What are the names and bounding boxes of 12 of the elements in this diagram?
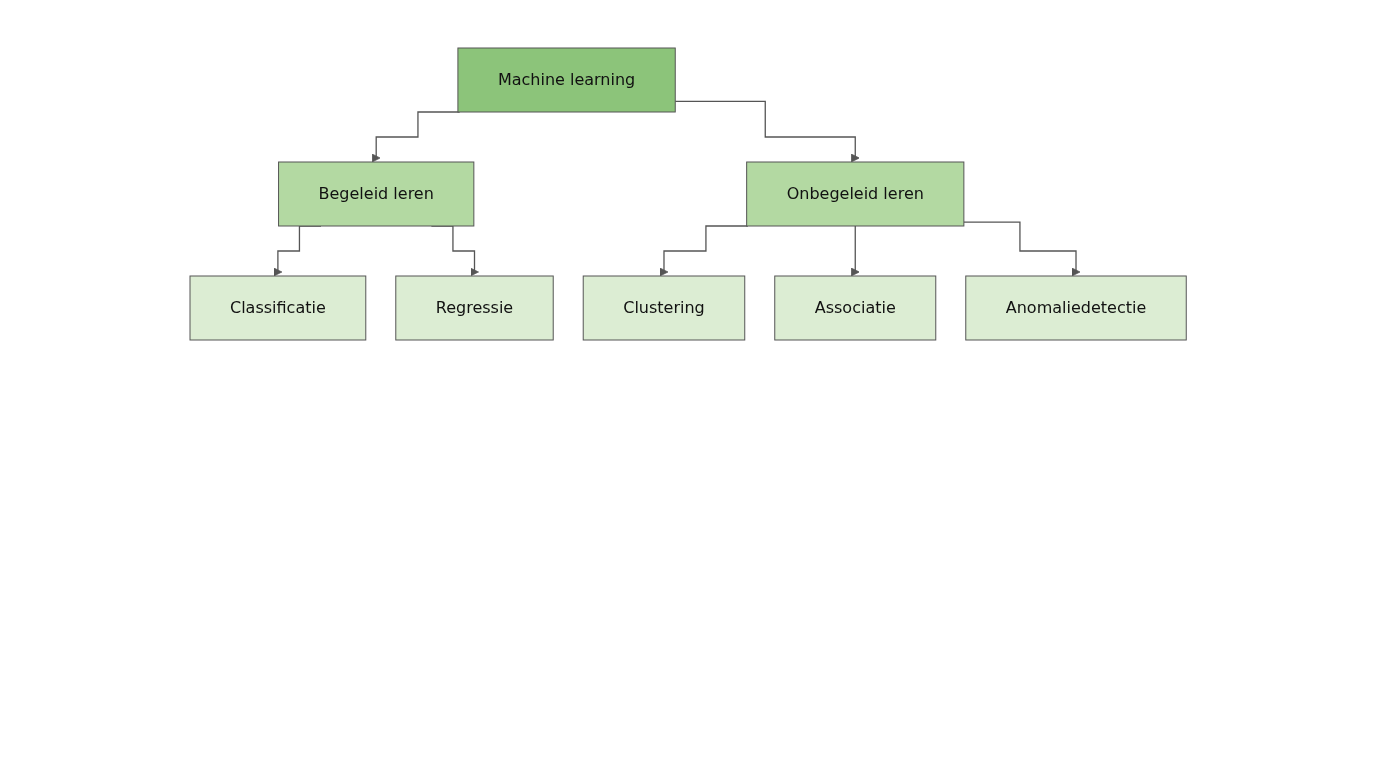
node-box: Begeleid leren <box>277 161 475 227</box>
node-box: Regressie <box>395 275 554 341</box>
node-box: Onbegeleid leren <box>746 161 965 227</box>
arrow <box>850 225 860 277</box>
node-box: Machine learning <box>457 47 676 113</box>
arrow <box>963 221 1081 277</box>
arrow <box>659 225 749 277</box>
node-box: Anomaliedetectie <box>965 275 1187 341</box>
node-box: Associatie <box>774 275 937 341</box>
arrow <box>674 100 860 163</box>
node-box: Clustering <box>582 275 746 341</box>
node-box: Classificatie <box>189 275 367 341</box>
